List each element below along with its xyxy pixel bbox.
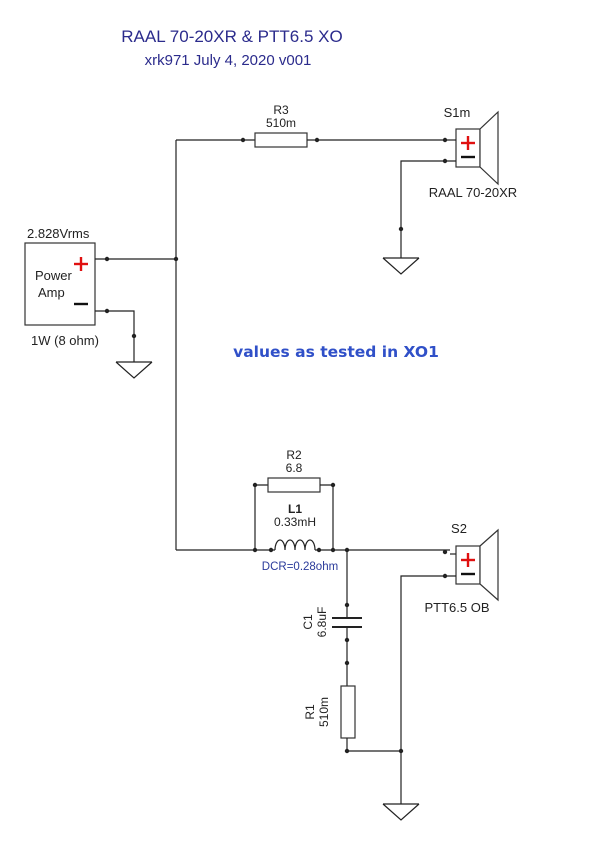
schematic-title: RAAL 70-20XR & PTT6.5 XO <box>121 27 342 46</box>
l1-name: L1 <box>288 502 302 516</box>
l1-value: 0.33mH <box>274 515 316 529</box>
node-r3-left <box>240 137 246 143</box>
node-l1-right <box>316 547 322 553</box>
s2-model: PTT6.5 OB <box>424 600 489 615</box>
speaker-s2-icon <box>455 528 499 602</box>
power-amp-label-line1: Power <box>35 268 73 283</box>
node-woofer-gnd <box>398 748 404 754</box>
node-s2-plus <box>442 549 448 555</box>
node-amp-plus <box>104 256 110 262</box>
r3-value: 510m <box>266 116 296 130</box>
power-amp-label-line2: Amp <box>38 285 65 300</box>
node-c1-bottom <box>344 637 350 643</box>
node-s1-gnd <box>398 226 404 232</box>
node-r1-bottom <box>344 748 350 754</box>
wire-r2-loop <box>254 484 268 550</box>
schematic-subtitle: xrk971 July 4, 2020 v001 <box>145 52 312 69</box>
node-s1-plus <box>442 137 448 143</box>
wire-s2-minus <box>400 575 456 804</box>
l1-dcr: DCR=0.28ohm <box>262 561 338 573</box>
ground-icon <box>382 257 420 275</box>
node-r1-top <box>344 660 350 666</box>
wire-r1-gnd <box>346 738 401 752</box>
node-amp-minus <box>104 308 110 314</box>
r1-name: R1 <box>303 704 317 720</box>
node-r2-left <box>252 482 258 488</box>
node-r3-right <box>314 137 320 143</box>
source-voltage: 2.828Vrms <box>27 226 90 241</box>
source-power: 1W (8 ohm) <box>31 333 99 348</box>
wire-s1-minus <box>400 160 456 258</box>
r1-value: 510m <box>317 697 331 727</box>
c1-value: 6.8uF <box>315 607 329 638</box>
node-r2-right <box>330 482 336 488</box>
node-woofer-out <box>330 547 336 553</box>
s1-name: S1m <box>444 105 471 120</box>
r2-name: R2 <box>286 448 302 462</box>
r3-name: R3 <box>273 103 289 117</box>
power-amp-source: Power Amp <box>24 242 96 326</box>
s1-model: RAAL 70-20XR <box>429 185 517 200</box>
resistor-r1 <box>340 685 356 739</box>
node-s1-minus <box>442 158 448 164</box>
node-s2-minus <box>442 573 448 579</box>
c1-name: C1 <box>301 614 315 630</box>
node-l1-left <box>268 547 274 553</box>
ground-icon <box>115 361 153 379</box>
test-note: values as tested in XO1 <box>233 343 439 361</box>
inductor-l1-icon <box>274 539 316 551</box>
node-amp-gnd <box>131 333 137 339</box>
wire-r2-loop-right <box>320 484 334 550</box>
node-c1-mid <box>344 602 350 608</box>
ground-icon <box>382 803 420 821</box>
wire-amp-minus <box>95 310 135 362</box>
resistor-r3 <box>254 132 308 148</box>
speaker-s1-icon <box>455 110 499 186</box>
power-amp-box <box>24 242 96 326</box>
resistor-r2 <box>267 477 321 493</box>
s2-name: S2 <box>451 521 467 536</box>
r2-value: 6.8 <box>286 461 303 475</box>
